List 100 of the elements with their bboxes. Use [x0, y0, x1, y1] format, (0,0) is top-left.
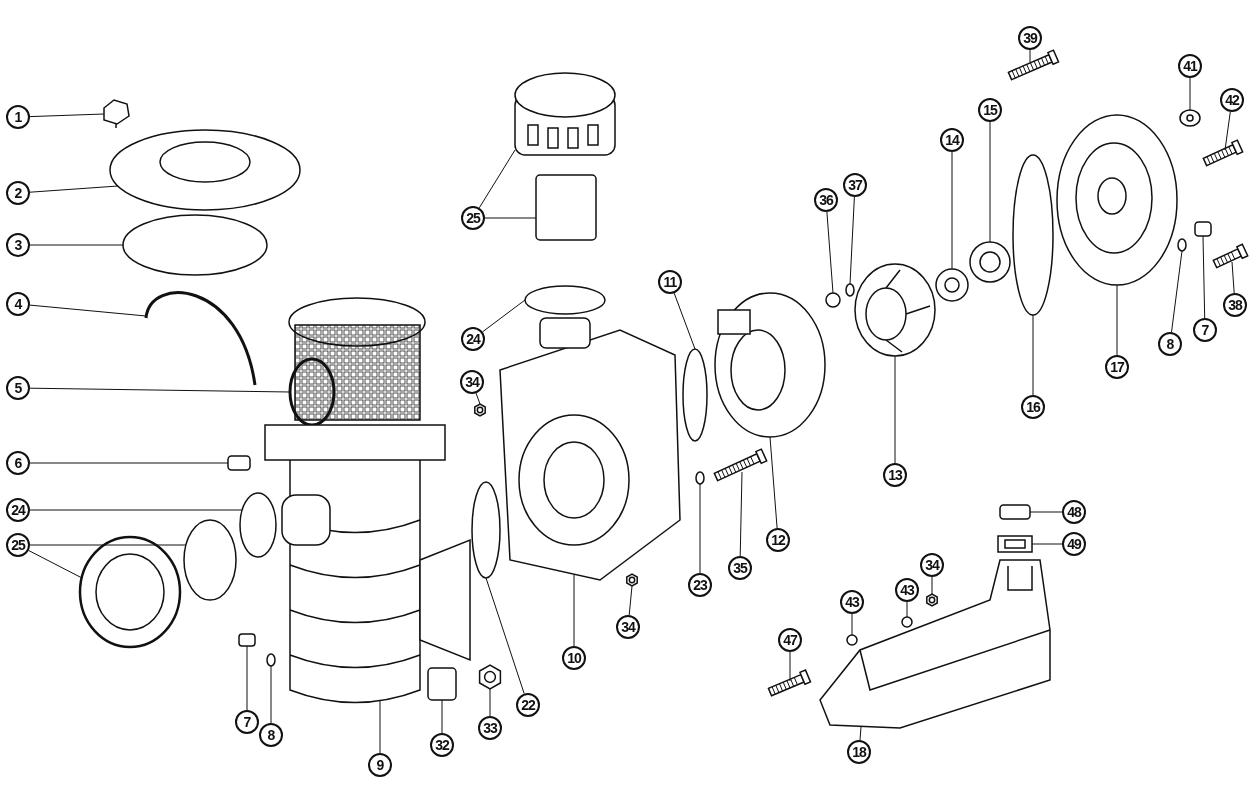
callout-number: 34	[460, 370, 484, 394]
callout-number: 8	[1158, 332, 1182, 356]
o-ring-drawing	[122, 214, 268, 276]
bolt-drawing	[1212, 243, 1249, 269]
leader-line	[1029, 511, 1063, 513]
leader-line	[29, 462, 229, 464]
callout-number: 14	[940, 128, 964, 152]
union-tail-drawing	[183, 519, 237, 601]
leader-line	[859, 726, 862, 741]
leader-line	[1032, 314, 1034, 396]
retaining-clip-drawing	[144, 291, 257, 386]
callout-number: 8	[259, 723, 283, 747]
callout-number: 43	[840, 590, 864, 614]
bolt-drawing	[767, 669, 812, 697]
washer-drawing	[1177, 238, 1187, 252]
o-ring-drawing	[524, 285, 606, 315]
callout-number: 24	[6, 498, 30, 522]
leader-line	[826, 211, 834, 294]
strainer-housing-drawing	[264, 424, 471, 704]
knob-drawing	[103, 99, 130, 129]
drain-plug-drawing	[238, 633, 256, 647]
cap-drawing	[999, 504, 1031, 520]
impeller-screw-drawing	[825, 292, 841, 308]
callout-number: 47	[778, 628, 802, 652]
union-nut-drawing	[514, 72, 616, 156]
nut-drawing	[626, 573, 638, 587]
callout-number: 6	[6, 451, 30, 475]
diffuser-drawing	[714, 292, 826, 438]
leader-line	[478, 149, 516, 209]
leader-line	[906, 601, 908, 618]
nut-drawing	[474, 403, 486, 417]
callout-number: 22	[516, 693, 540, 717]
callout-number: 16	[1021, 395, 1045, 419]
motor-base-drawing	[819, 559, 1051, 729]
leader-line	[1171, 250, 1183, 333]
leader-line	[849, 196, 855, 285]
leader-line	[28, 550, 83, 579]
callout-number: 3	[6, 233, 30, 257]
leader-line	[699, 483, 701, 574]
callout-number: 35	[728, 556, 752, 580]
callout-number: 24	[461, 327, 485, 351]
o-ring-drawing	[682, 348, 708, 442]
callout-number: 42	[1220, 88, 1244, 112]
callout-number: 10	[562, 646, 586, 670]
washer-drawing	[901, 616, 913, 628]
callout-number: 7	[1193, 318, 1217, 342]
callout-number: 38	[1223, 293, 1247, 317]
leader-line	[475, 392, 481, 405]
callout-number: 41	[1178, 54, 1202, 78]
callout-number: 9	[368, 753, 392, 777]
bolt-drawing	[1007, 49, 1060, 81]
leader-line	[29, 544, 187, 546]
leader-line	[485, 577, 525, 695]
callout-number: 34	[616, 615, 640, 639]
mechanical-seal-drawing	[969, 241, 1011, 283]
callout-number: 33	[478, 716, 502, 740]
pin-drawing	[227, 455, 251, 471]
washer-drawing	[846, 634, 858, 646]
leader-line	[931, 576, 933, 595]
leader-line	[769, 436, 778, 529]
callout-number: 43	[895, 578, 919, 602]
leader-line	[1231, 261, 1235, 294]
strainer-basket-drawing	[288, 297, 426, 427]
nut-drawing	[478, 664, 502, 690]
union-nut-drawing	[78, 535, 182, 649]
leader-line	[673, 292, 696, 350]
leader-line	[1029, 49, 1031, 63]
nut-drawing	[926, 593, 938, 607]
washer-drawing	[266, 653, 276, 667]
callout-number: 13	[883, 463, 907, 487]
callout-number: 39	[1018, 26, 1042, 50]
leader-line	[739, 471, 743, 557]
callout-number: 25	[461, 206, 485, 230]
leader-line	[789, 651, 791, 682]
callout-number: 4	[6, 292, 30, 316]
pump-housing-drawing	[499, 317, 681, 581]
leader-line	[573, 574, 575, 647]
leader-line	[482, 299, 526, 333]
callout-number: 17	[1105, 355, 1129, 379]
callout-number: 25	[6, 533, 30, 557]
union-tail-drawing	[535, 174, 597, 241]
o-ring-drawing	[1012, 154, 1054, 316]
impeller-drawing	[854, 263, 936, 357]
bolt-drawing	[713, 448, 768, 482]
callout-number: 1	[6, 105, 30, 129]
leader-line	[1202, 235, 1206, 319]
callout-number: 49	[1062, 532, 1086, 556]
callout-number: 48	[1062, 500, 1086, 524]
drain-plug-drawing	[1194, 221, 1212, 237]
strainer-lid-drawing	[109, 129, 301, 211]
leader-line	[851, 613, 853, 636]
leader-line	[989, 121, 991, 243]
leader-line	[894, 355, 896, 464]
leader-line	[1031, 543, 1063, 545]
mechanical-seal-drawing	[935, 268, 969, 302]
callout-number: 32	[430, 733, 454, 757]
leader-line	[484, 217, 537, 219]
leader-line	[29, 509, 243, 511]
leader-line	[489, 688, 491, 717]
leader-line	[270, 665, 272, 724]
